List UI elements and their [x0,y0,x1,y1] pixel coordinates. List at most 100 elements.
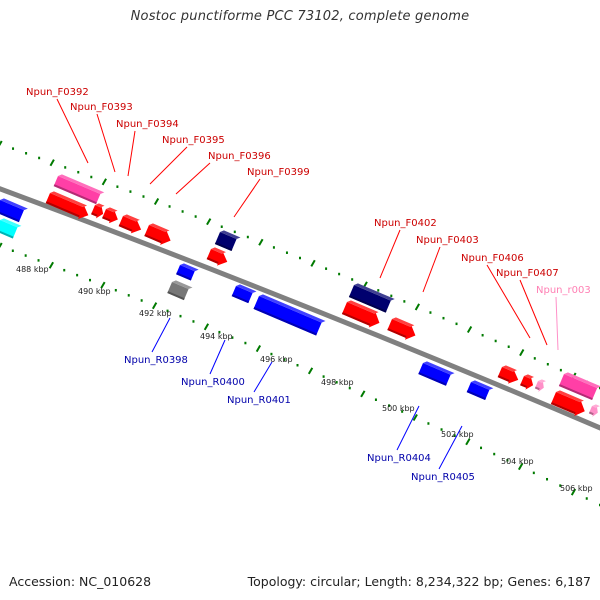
leader-line [149,146,188,185]
gene-label[interactable]: Npun_F0394 [116,119,179,130]
feature-npun-f0393[interactable] [45,190,92,222]
major-tick [519,349,525,357]
gene-label[interactable]: Npun_F0393 [70,102,133,113]
gene-features[interactable] [0,173,600,419]
gene-label[interactable]: Npun_F0403 [416,235,479,246]
accession-text: Accession: NC_010628 [9,574,152,589]
minor-tick [325,267,328,270]
minor-tick [192,320,195,323]
gene-label[interactable]: Npun_R0401 [227,395,291,406]
minor-tick [166,309,169,313]
minor-tick [220,225,223,228]
minor-tick [194,215,197,218]
gene-label[interactable]: Npun_F0406 [461,253,524,264]
minor-tick [231,336,234,339]
feature-left-blue[interactable] [0,197,28,223]
feature-npun-f0402b[interactable] [341,299,383,330]
scale-label: 488 kbp [16,265,49,274]
minor-tick [351,278,354,281]
genome-summary-text: Topology: circular; Length: 8,234,322 bp… [247,574,591,589]
minor-tick [37,259,40,262]
minor-tick [116,185,119,188]
feature-npun-f0399[interactable] [206,246,231,269]
feature-npun-f0399a[interactable] [214,229,241,252]
minor-tick [285,251,288,254]
scale-label: 496 kbp [260,355,293,364]
major-tick [48,261,54,269]
leader-line [56,98,89,164]
minor-tick [559,484,562,487]
feature-right-trna[interactable] [588,403,600,418]
feature-npun-f0395[interactable] [101,206,121,226]
feature-left-cyan[interactable] [0,217,22,239]
feature-npun-r0404[interactable] [418,360,455,387]
major-tick [258,238,264,246]
major-tick [412,413,418,422]
gene-label[interactable]: Npun_R0404 [367,453,431,464]
feature-npun-f0403[interactable] [387,316,419,343]
scale-label: 492 kbp [139,309,172,318]
minor-tick [76,273,79,277]
minor-tick [63,268,66,272]
minor-tick [25,152,28,155]
minor-tick [442,316,445,320]
minor-tick [532,471,535,475]
leader-line [209,339,226,375]
minor-tick [127,294,130,297]
feature-npun-r0405[interactable] [466,379,494,401]
major-tick [153,197,160,206]
feature-gray[interactable] [167,279,193,301]
gene-label[interactable]: Npun_r003 [536,285,591,296]
gene-label[interactable]: Npun_R0405 [411,472,475,483]
feature-npun-f0407[interactable] [519,373,536,391]
leader-line [438,425,463,470]
minor-tick [218,330,221,334]
gene-label[interactable]: Npun_F0407 [496,268,559,279]
gene-label[interactable]: Npun_F0392 [26,87,89,98]
minor-tick [480,446,483,450]
minor-tick [533,357,536,360]
feature-npun-f0397[interactable] [144,222,175,248]
leader-line [486,264,531,339]
feature-npun-f0402[interactable] [348,282,395,314]
leader-line [233,178,261,218]
feature-npun-r0400[interactable] [231,283,257,304]
feature-npun-f0406[interactable] [497,364,522,387]
feature-npun-f0396[interactable] [118,213,145,236]
feature-npun-f0394[interactable] [90,202,106,220]
gene-label[interactable]: Npun_F0395 [162,135,225,146]
minor-tick [140,299,143,302]
feature-npun-f0392[interactable] [53,173,105,205]
minor-tick [455,322,458,326]
minor-tick [270,352,273,356]
feature-blue-small-1[interactable] [176,262,199,281]
minor-tick [244,341,247,345]
gene-label[interactable]: Npun_F0402 [374,218,437,229]
major-tick [360,390,366,398]
leader-line [127,130,136,177]
minor-tick [506,459,509,462]
major-tick [570,488,577,496]
gene-label[interactable]: Npun_F0399 [247,167,310,178]
minor-tick [11,249,14,253]
leader-line [396,405,420,451]
minor-tick [429,311,432,314]
inner-tick-ring [0,242,600,507]
minor-tick [493,452,496,456]
feature-npun-r0401[interactable] [253,293,326,336]
minor-tick [233,230,236,234]
gene-label[interactable]: Npun_R0398 [124,355,188,366]
gene-label[interactable]: Npun_R0400 [181,377,245,388]
minor-tick [453,434,456,437]
leader-line [519,279,548,346]
minor-tick [559,368,562,372]
feature-right-pink[interactable] [558,371,600,401]
feature-right-red[interactable] [550,389,588,419]
major-tick [101,178,107,186]
gene-label[interactable]: Npun_F0396 [208,151,271,162]
feature-npun-r003[interactable] [534,378,546,393]
map-title: Nostoc punctiforme PCC 73102, complete g… [130,9,470,24]
gene-labels[interactable]: Npun_F0392Npun_F0393Npun_F0394Npun_F0395… [26,87,591,483]
